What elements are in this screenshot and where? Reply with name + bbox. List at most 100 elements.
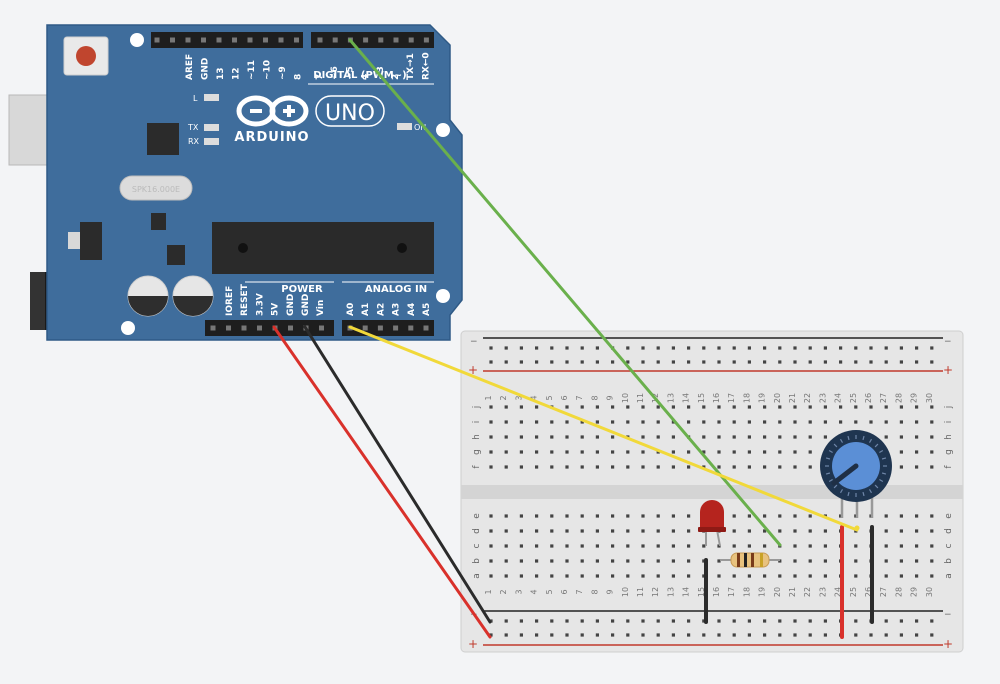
tie-point-hole xyxy=(687,559,691,563)
tie-point-hole xyxy=(823,574,827,578)
tie-point-hole xyxy=(915,465,919,469)
rail-hole xyxy=(839,346,843,350)
column-number-bottom: 23 xyxy=(818,587,827,597)
rail-hole xyxy=(519,360,523,364)
tie-point-hole xyxy=(504,420,508,424)
breadboard-labels: 1122334455667788991010111112121313141415… xyxy=(472,393,954,597)
rail-hole xyxy=(808,619,812,623)
rail-hole xyxy=(702,619,706,623)
row-letter-right: c xyxy=(944,543,954,548)
header-socket xyxy=(201,37,206,43)
uno-badge xyxy=(315,95,385,127)
power-header[interactable] xyxy=(205,320,334,336)
rail-hole xyxy=(884,346,888,350)
rail-hole xyxy=(747,619,751,623)
header-socket xyxy=(393,325,399,331)
column-number-bottom: 14 xyxy=(682,587,691,597)
header-socket xyxy=(226,325,231,331)
tie-point-hole xyxy=(611,544,615,548)
tie-point-hole xyxy=(808,450,812,454)
column-number-top: 18 xyxy=(742,393,751,403)
tie-point-hole xyxy=(671,435,675,439)
tie-point-hole xyxy=(854,420,858,424)
tie-point-hole xyxy=(656,435,660,439)
digital-header-left[interactable] xyxy=(151,32,303,48)
tie-point-hole xyxy=(671,465,675,469)
tie-point-hole xyxy=(550,559,554,563)
crystal xyxy=(119,175,193,201)
breadboard[interactable]: − + − + − + − + 112233445566778899101011… xyxy=(460,330,964,653)
rail-hole xyxy=(504,346,508,350)
tie-point-hole xyxy=(550,529,554,533)
arduino-uno-board[interactable]: SPK16.000E ARDUINO UNO L xyxy=(8,24,463,341)
rail-hole xyxy=(884,619,888,623)
rail-hole xyxy=(732,633,736,637)
pot-tick xyxy=(874,443,879,448)
tie-point-hole xyxy=(763,450,767,454)
tie-point-hole xyxy=(626,405,630,409)
led-body xyxy=(700,500,724,531)
top-rail-plus-right: + xyxy=(943,363,953,377)
resistor[interactable] xyxy=(720,552,780,568)
pin-label: ~9 xyxy=(278,66,288,80)
column-number-top: 28 xyxy=(894,393,903,403)
column-number-top: 4 xyxy=(530,395,539,400)
rail-hole xyxy=(611,360,615,364)
tie-point-hole xyxy=(732,574,736,578)
rail-hole xyxy=(580,360,584,364)
pin-label: 8 xyxy=(294,74,304,80)
row-letter-right: a xyxy=(944,573,954,579)
reset-button-cap[interactable] xyxy=(76,46,96,66)
tie-point-hole xyxy=(671,450,675,454)
wire-digital-5[interactable] xyxy=(348,38,782,547)
rail-hole xyxy=(808,633,812,637)
tie-point-hole xyxy=(595,514,599,518)
tie-point-hole xyxy=(763,529,767,533)
wire-gnd[interactable] xyxy=(303,325,492,624)
tie-point-hole xyxy=(550,465,554,469)
column-number-bottom: 13 xyxy=(666,587,675,597)
tie-point-hole xyxy=(808,529,812,533)
column-number-bottom: 21 xyxy=(788,587,797,597)
red-led[interactable] xyxy=(698,500,726,547)
rail-hole xyxy=(641,633,645,637)
tie-point-hole xyxy=(611,529,615,533)
wire-analog-a0[interactable] xyxy=(348,325,859,532)
tie-point-hole xyxy=(611,405,615,409)
pot-ticks xyxy=(825,435,887,497)
rail-hole xyxy=(504,619,508,623)
column-number-bottom: 22 xyxy=(803,587,812,597)
rail-hole xyxy=(823,360,827,364)
tie-point-hole xyxy=(732,514,736,518)
tie-point-hole xyxy=(489,529,493,533)
digital-header-right[interactable] xyxy=(311,32,434,48)
power-jack-lip xyxy=(30,272,45,330)
potentiometer[interactable] xyxy=(820,430,892,518)
tie-point-hole xyxy=(778,529,782,533)
pin-label: 2 xyxy=(391,74,401,80)
pot-tick xyxy=(879,449,884,454)
mount-hole-right-bottom xyxy=(436,289,450,303)
pin-label: 7 xyxy=(315,74,325,80)
rail-hole xyxy=(793,360,797,364)
breadboard-holes xyxy=(489,346,934,637)
row-letter-left: j xyxy=(472,406,482,410)
tie-point-hole xyxy=(550,435,554,439)
pin-label: A4 xyxy=(407,303,417,316)
header-socket xyxy=(241,325,247,331)
tie-point-hole xyxy=(884,405,888,409)
tie-point-hole xyxy=(535,529,539,533)
wire-5v[interactable] xyxy=(272,325,492,639)
tie-point-hole xyxy=(899,450,903,454)
tie-point-hole xyxy=(687,405,691,409)
tie-point-hole xyxy=(702,420,706,424)
tie-point-hole xyxy=(884,529,888,533)
tie-point-hole xyxy=(869,405,873,409)
tie-point-hole xyxy=(565,544,569,548)
tie-point-hole xyxy=(519,514,523,518)
rail-hole xyxy=(504,633,508,637)
tie-point-hole xyxy=(656,405,660,409)
rail-hole xyxy=(808,346,812,350)
rail-hole xyxy=(732,360,736,364)
rail-hole xyxy=(930,360,934,364)
